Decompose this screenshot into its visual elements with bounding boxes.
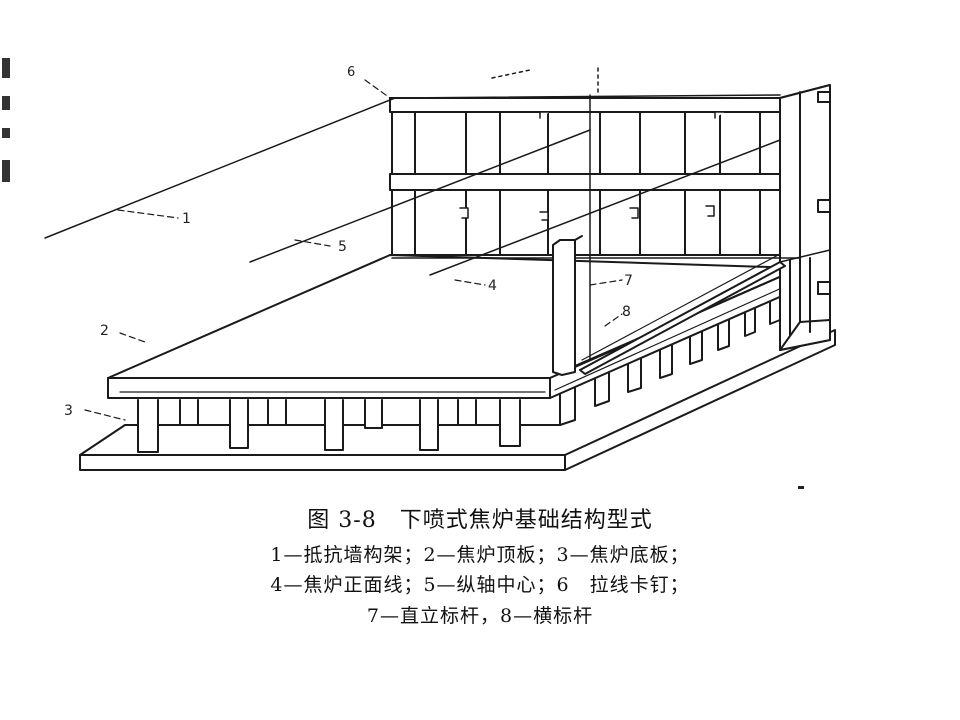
legend-line-3: 7—直立标杆，8—横标杆 [366, 605, 594, 627]
string-lines [44, 67, 781, 361]
marker-poles [552, 235, 786, 376]
legend-line-2: 4—焦炉正面线；5—纵轴中心；6 拉线卡钉； [270, 574, 690, 596]
scan-edge-mark [2, 128, 10, 138]
figure-title: 图 3-8 下喷式焦炉基础结构型式 [307, 508, 653, 533]
callout-8: 8 [622, 304, 631, 320]
callout-labels: 1 2 3 4 5 6 7 8 [64, 65, 633, 419]
scan-edge-mark [2, 160, 10, 182]
scan-edge-mark [2, 58, 10, 78]
callout-7: 7 [624, 273, 633, 289]
callout-5: 5 [338, 239, 347, 255]
resistance-wall-frame [389, 84, 831, 351]
scan-speck [798, 486, 804, 489]
roof-slab [107, 254, 801, 399]
legend-line-1: 1—抵抗墙构架；2—焦炉顶板；3—焦炉底板； [270, 544, 690, 566]
leader-lines [84, 79, 623, 421]
callout-2: 2 [100, 323, 109, 339]
callout-3: 3 [64, 403, 73, 419]
callout-1: 1 [182, 211, 191, 227]
coke-oven-foundation-drawing: 1 2 3 4 5 6 7 8 [44, 65, 836, 489]
scan-edge-mark [2, 96, 10, 110]
callout-4: 4 [488, 278, 497, 294]
front-columns [137, 399, 521, 453]
callout-6: 6 [347, 65, 355, 80]
